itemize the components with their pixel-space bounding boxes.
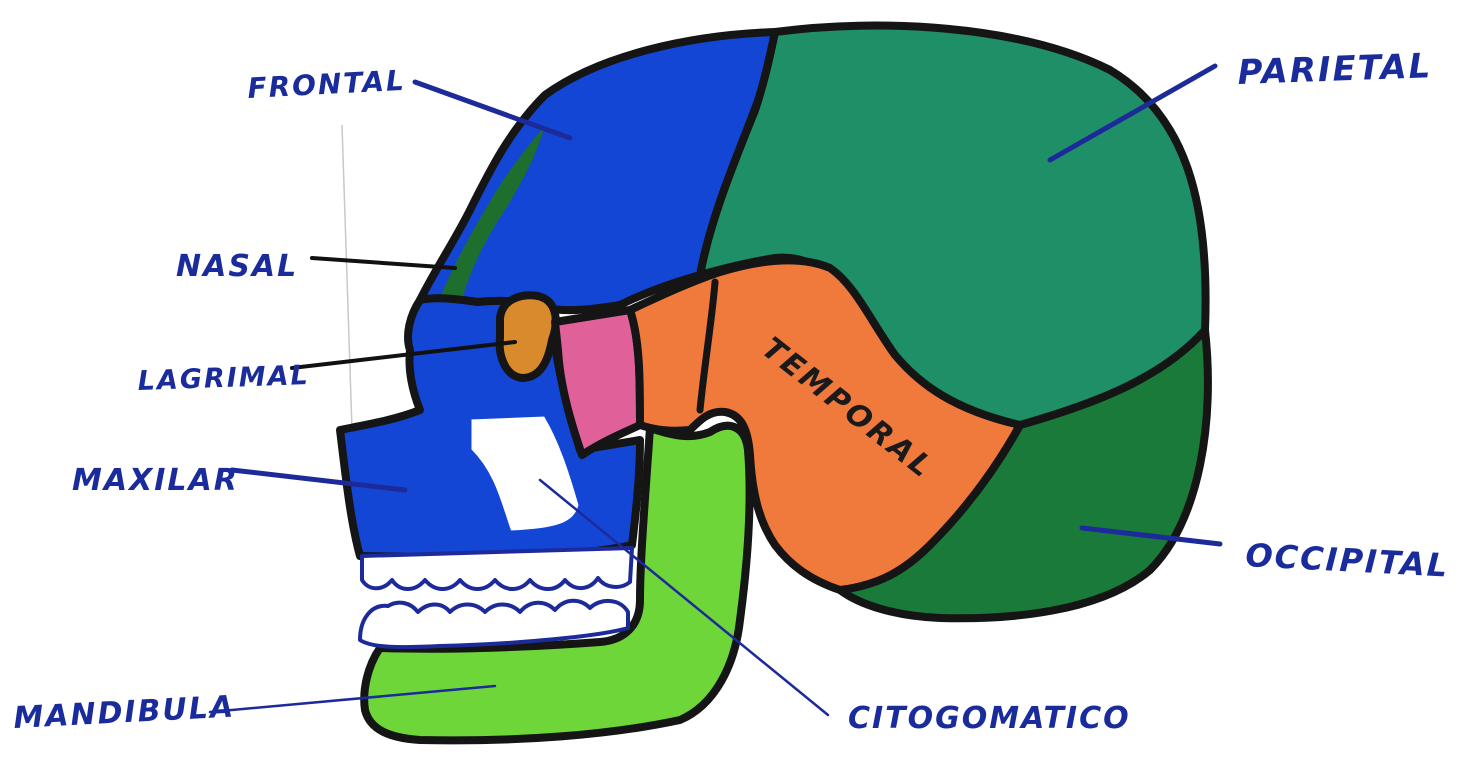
label-maxilar: MAXILAR [72, 463, 239, 498]
label-citogomatico: CITOGOMATICO [848, 701, 1131, 736]
label-mandibula: MANDIBULA [13, 689, 236, 736]
label-occipital: OCCIPITAL [1245, 536, 1451, 585]
label-nasal: NASAL [176, 249, 298, 284]
label-parietal: PARIETAL [1237, 46, 1433, 93]
nasal-leader [312, 258, 455, 268]
lagrimal-bone [500, 295, 556, 378]
teeth-upper [362, 548, 632, 589]
paper-rule-line [342, 125, 352, 430]
label-lagrimal: LAGRIMAL [137, 360, 310, 397]
label-frontal: FRONTAL [247, 64, 407, 105]
